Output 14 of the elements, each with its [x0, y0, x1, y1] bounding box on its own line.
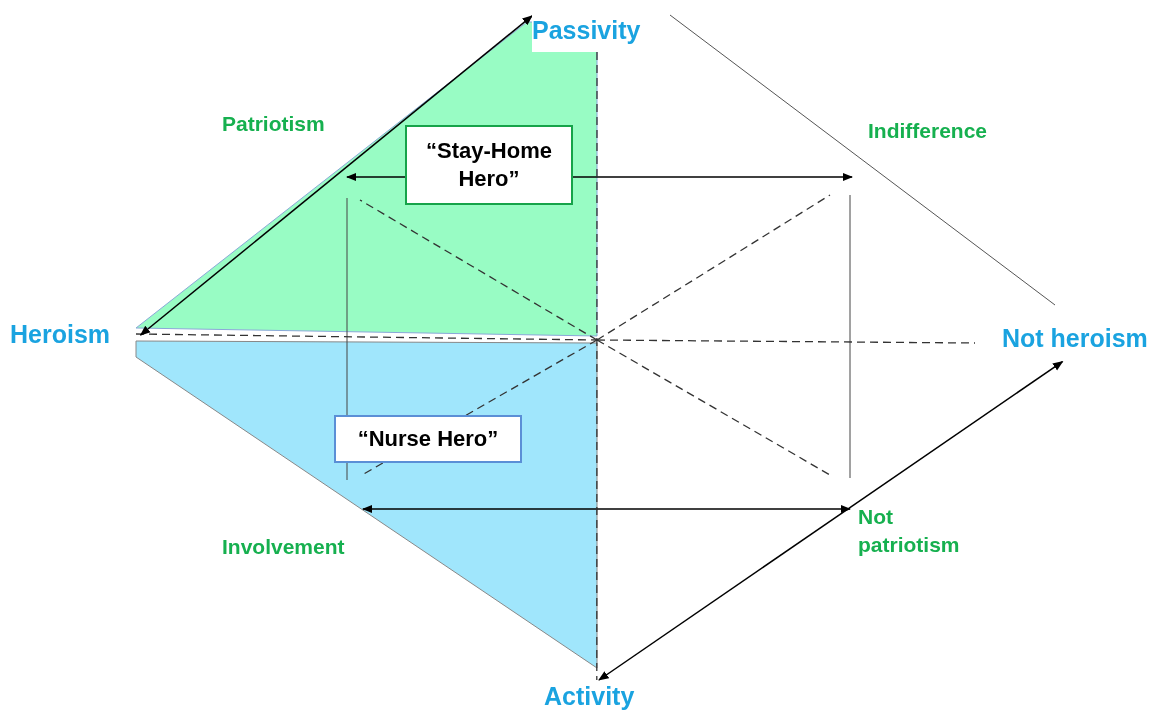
pole-label: Not heroism — [1002, 322, 1170, 358]
term-label: Patriotism — [222, 111, 326, 137]
term-label: Not patriotism — [858, 504, 961, 558]
term-label: Indifference — [868, 118, 989, 144]
dashed-line — [596, 51, 598, 681]
quote-box: “Nurse Hero” — [334, 415, 522, 463]
arrow — [572, 172, 854, 182]
quote-box: “Stay-Home Hero” — [405, 125, 573, 205]
arrow — [139, 15, 533, 336]
arrow — [345, 172, 406, 182]
pole-label: Heroism — [10, 318, 138, 352]
term-label: Involvement — [222, 534, 346, 560]
pole-label: Activity — [544, 680, 654, 713]
arrow — [598, 360, 1064, 681]
